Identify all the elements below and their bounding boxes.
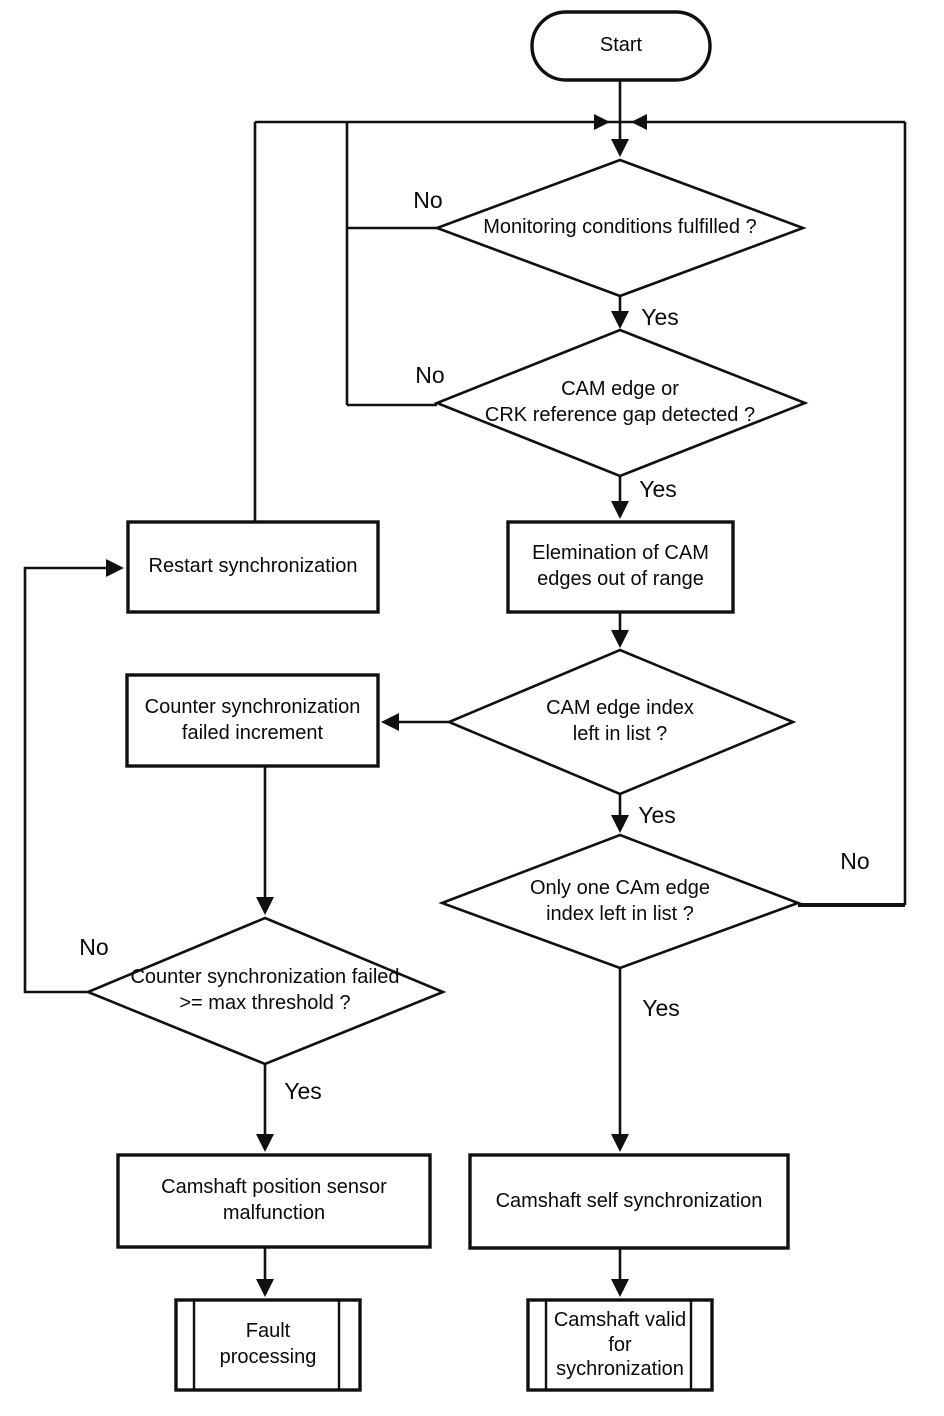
monitoring-decision-shape [433, 158, 807, 298]
cam-edge-decision-shape [433, 328, 809, 478]
arrow-into-restart-icon [106, 559, 124, 577]
arrow-into-only-one-icon [611, 815, 629, 833]
cam-index-decision-label: CAM edge index left in list ? [546, 697, 694, 745]
monitoring-no-label: No [413, 186, 443, 213]
start-label: Start [599, 34, 643, 57]
node-shapes [84, 10, 809, 1392]
monitoring-yes-label: Yes [641, 303, 679, 330]
threshold-yes-label: Yes [284, 1077, 322, 1104]
valid-predefined-shape [526, 1298, 714, 1392]
arrow-into-cam-edge-icon [611, 311, 629, 329]
arrow-into-counter-icon [381, 713, 399, 731]
self-sync-process-label: Camshaft self synchronization [495, 1189, 763, 1212]
cam-edge-yes-label: Yes [639, 475, 677, 502]
cam-index-decision-shape [445, 648, 797, 796]
restart-process-label: Restart synchronization [148, 555, 358, 578]
only-one-yes-label: Yes [642, 994, 680, 1021]
arrow-converge-right-icon [594, 114, 610, 130]
malfunction-process-shape [116, 1153, 432, 1249]
only-one-decision-label: Only one CAm edge index left in list ? [529, 876, 711, 925]
only-one-decision-shape [438, 833, 802, 970]
start-terminator-shape [530, 10, 712, 82]
arrow-converge-left-icon [631, 114, 647, 130]
restart-process-shape [126, 520, 380, 614]
cam-edge-no-label: No [415, 361, 445, 388]
arrow-into-elimination-icon [611, 501, 629, 519]
valid-predefined-side-bars [544, 1300, 693, 1390]
arrow-into-malfunction-icon [256, 1134, 274, 1152]
arrow-into-monitoring-icon [611, 139, 629, 157]
arrow-into-fault-icon [256, 1279, 274, 1297]
malfunction-process-label: Camshaft position sensor malfunction [161, 1176, 387, 1224]
arrow-into-threshold-icon [256, 897, 274, 915]
monitoring-decision-label: Monitoring conditions fulfilled ? [483, 216, 757, 239]
only-one-no-label: No [840, 847, 870, 874]
counter-increment-process-label: Counter synchronization failed increment [144, 695, 361, 744]
threshold-decision-label: Counter synchronization failed >= max th… [130, 966, 400, 1014]
elimination-process-shape [506, 520, 735, 614]
self-sync-process-shape [468, 1153, 790, 1250]
threshold-decision-shape [84, 916, 447, 1066]
valid-sync-label: Camshaft valid for sychronization [553, 1309, 687, 1381]
cam-index-yes-label: Yes [638, 801, 676, 828]
fault-predefined-side-bars [192, 1300, 341, 1390]
arrow-into-cam-index-icon [611, 630, 629, 648]
arrow-into-self-sync-icon [611, 1134, 629, 1152]
cam-edge-decision-label: CAM edge or CRK reference gap detected ? [484, 378, 756, 426]
arrow-into-valid-icon [611, 1279, 629, 1297]
fault-predefined-shape [174, 1298, 362, 1392]
elimination-process-label: Elemination of CAM edges out of range [532, 542, 709, 590]
fault-processing-label: Fault processing [219, 1320, 317, 1368]
edge-threshold-no-loop [23, 566, 120, 994]
arrowheads [106, 114, 647, 1297]
counter-increment-process-shape [125, 673, 380, 768]
threshold-no-label: No [79, 933, 109, 960]
